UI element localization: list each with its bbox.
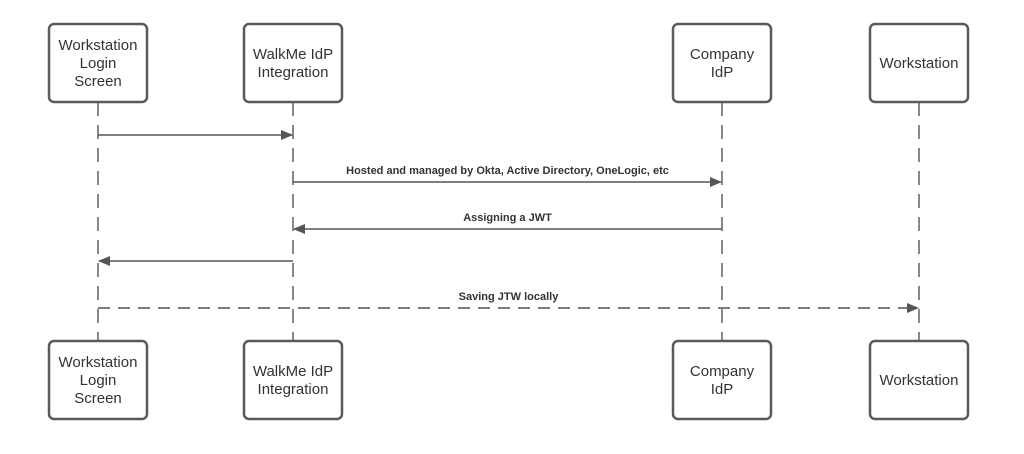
actor-label-line: Integration xyxy=(258,64,329,81)
actor-label-line: Login xyxy=(80,372,117,389)
actor-label-line: Workstation xyxy=(59,354,138,371)
actor-label-line: Screen xyxy=(74,390,122,407)
actor-box-frame xyxy=(868,22,970,104)
actor-box-frame xyxy=(242,339,344,421)
message-label: Saving JTW locally xyxy=(459,291,560,303)
actor-box-frame xyxy=(47,22,149,104)
actor-label-line: IdP xyxy=(711,64,734,81)
actor-box-workstation-bottom: Workstation xyxy=(868,339,970,421)
actor-label-line: Screen xyxy=(74,73,122,90)
actor-label-line: Company xyxy=(690,363,755,380)
actor-label-line: Workstation xyxy=(59,37,138,54)
message-3: Assigning a JWT xyxy=(293,212,722,234)
actor-box-workstation-top: Workstation xyxy=(868,22,970,104)
message-2: Hosted and managed by Okta, Active Direc… xyxy=(293,165,722,187)
actor-label-line: WalkMe IdP xyxy=(253,46,333,63)
actor-box-frame xyxy=(671,22,773,104)
message-5: Saving JTW locally xyxy=(98,291,919,313)
actor-label-line: Workstation xyxy=(880,55,959,72)
message-label: Hosted and managed by Okta, Active Direc… xyxy=(346,165,669,177)
actor-label-line: IdP xyxy=(711,381,734,398)
actor-box-frame xyxy=(868,339,970,421)
actor-label-line: WalkMe IdP xyxy=(253,363,333,380)
actor-label-line: Company xyxy=(690,46,755,63)
lifelines-layer xyxy=(97,102,920,341)
message-label: Assigning a JWT xyxy=(463,212,552,224)
actor-box-frame xyxy=(242,22,344,104)
actor-label-line: Workstation xyxy=(880,372,959,389)
actor-label-line: Login xyxy=(80,55,117,72)
messages-layer: Hosted and managed by Okta, Active Direc… xyxy=(98,130,919,313)
actors-layer: WorkstationLoginScreenWorkstationLoginSc… xyxy=(47,22,970,421)
actor-label-line: Integration xyxy=(258,381,329,398)
actor-box-frame xyxy=(671,339,773,421)
actor-box-frame xyxy=(47,339,149,421)
